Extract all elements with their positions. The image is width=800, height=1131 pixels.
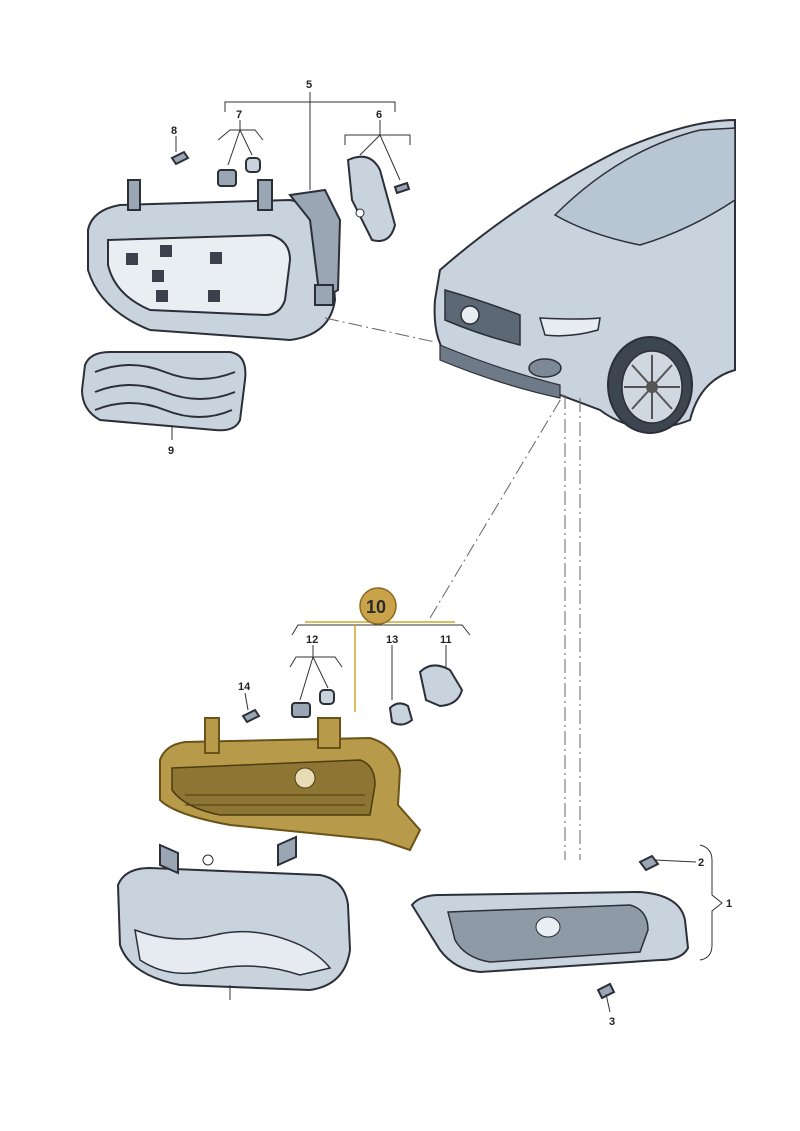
callout-8: 8	[171, 125, 177, 137]
callout-2: 2	[698, 857, 704, 869]
callout-6: 6	[376, 109, 382, 121]
screw-icon	[170, 150, 190, 166]
socket-icon	[418, 664, 464, 708]
grille-part-9	[80, 351, 247, 432]
fog-light-bezel	[116, 835, 352, 992]
callout-5: 5	[306, 79, 312, 91]
callout-11: 11	[440, 634, 452, 646]
callout-12: 12	[306, 634, 318, 646]
headlight-assembly	[87, 179, 342, 342]
leader-lines	[171, 92, 723, 1013]
callout-3: 3	[609, 1016, 615, 1028]
callout-labels: 5 7 6 8 9 10 12 13 11 14 2 1 3	[168, 79, 732, 1028]
callout-7: 7	[236, 109, 242, 121]
hardware-11-14	[241, 664, 464, 726]
callout-10: 10	[366, 597, 386, 617]
callout-10-badge	[359, 587, 397, 625]
screw-icon	[393, 181, 411, 195]
clip-icon	[319, 689, 335, 705]
callout-13: 13	[386, 634, 398, 646]
screw-icon	[596, 982, 616, 1000]
clip-icon	[245, 157, 261, 173]
headlight-cover-cap	[346, 155, 411, 242]
bulb-icon	[388, 702, 414, 726]
screw-icon	[241, 708, 261, 724]
screw-icon	[291, 702, 311, 718]
callout-9: 9	[168, 445, 174, 457]
hardware-7-8	[170, 150, 261, 187]
screw-icon	[638, 854, 660, 872]
callout-1: 1	[726, 898, 732, 910]
screw-icon	[217, 169, 237, 187]
callout-14: 14	[238, 681, 251, 693]
fog-lamp-part-1	[410, 854, 690, 1000]
fog-light-assembly-highlighted	[159, 717, 422, 852]
car-front-illustration	[433, 118, 736, 434]
